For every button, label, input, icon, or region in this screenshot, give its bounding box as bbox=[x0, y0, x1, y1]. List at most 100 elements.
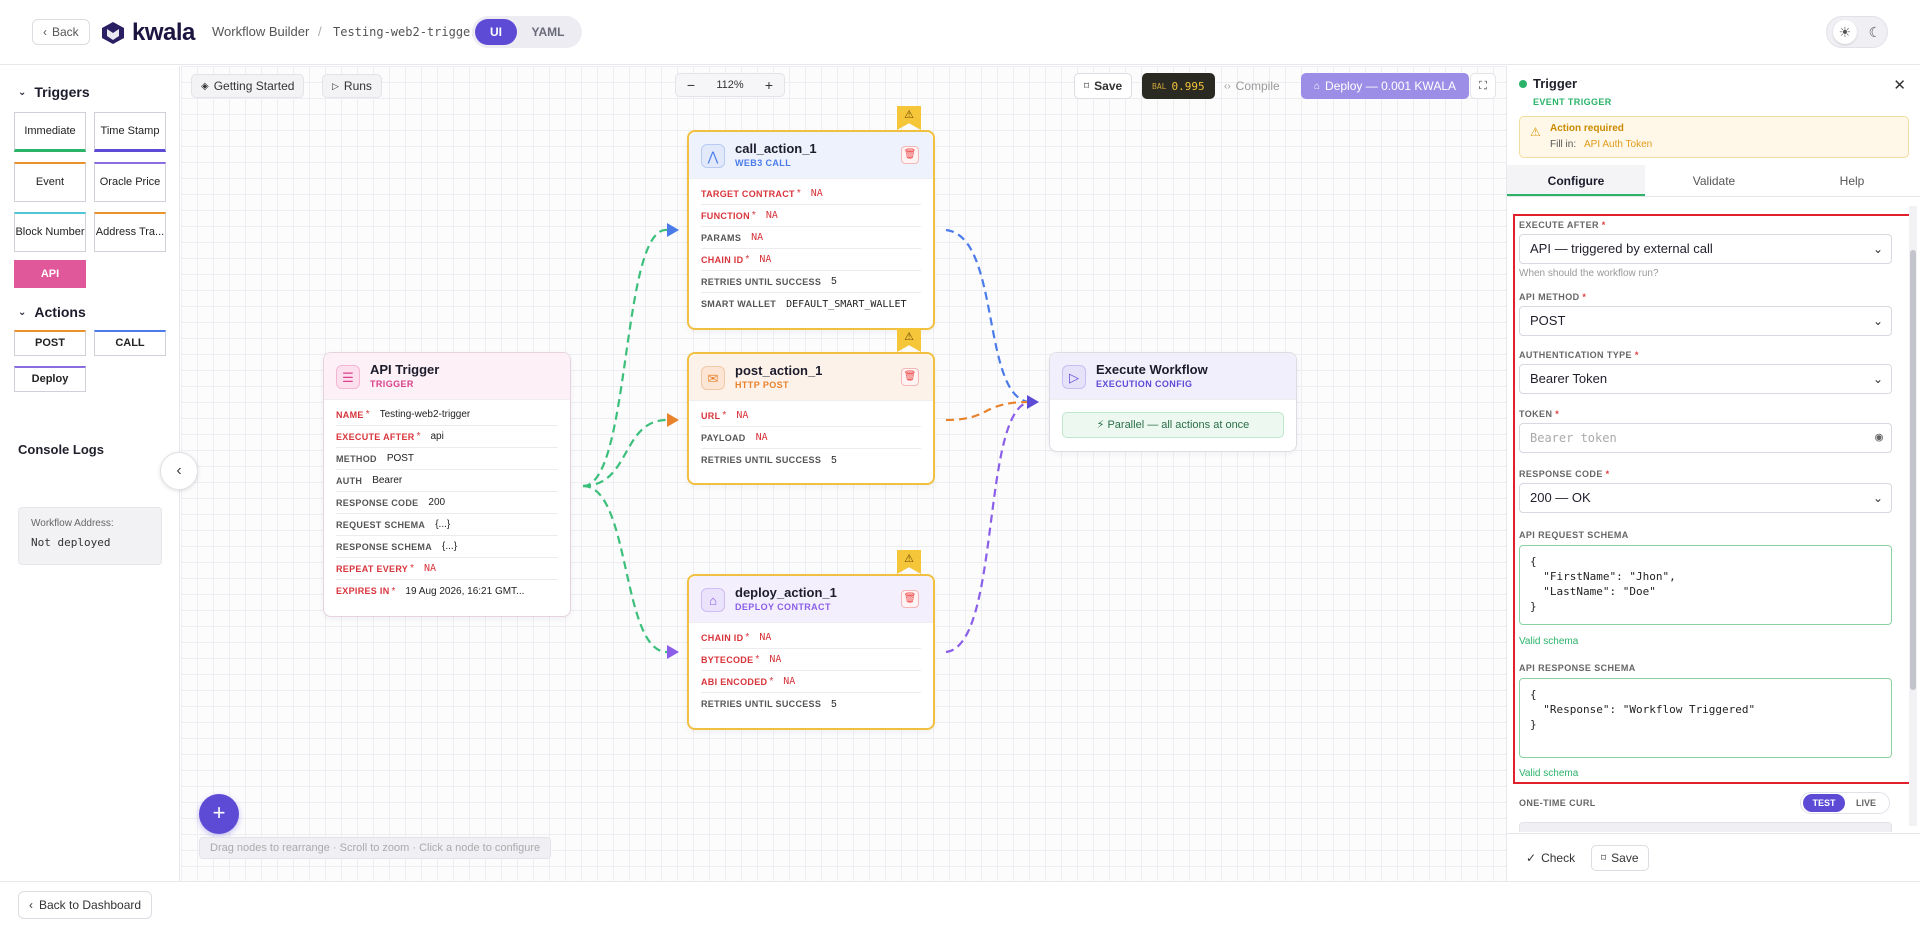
request-schema-status: Valid schema bbox=[1519, 636, 1579, 647]
breadcrumb-builder[interactable]: Workflow Builder bbox=[212, 24, 310, 39]
field-value: NA bbox=[751, 232, 764, 243]
field-value: NA bbox=[755, 432, 768, 443]
eye-icon[interactable]: ◉ bbox=[1875, 430, 1883, 445]
delete-node-button[interactable]: 🗑 bbox=[901, 368, 919, 386]
getting-started-button[interactable]: ◈ Getting Started bbox=[191, 74, 305, 98]
execute-after-help: When should the workflow run? bbox=[1519, 268, 1659, 279]
sun-icon[interactable]: ☀ bbox=[1832, 20, 1857, 44]
connections-layer bbox=[582, 223, 1039, 659]
field-key: BYTECODE bbox=[701, 654, 754, 665]
zoom-out-button[interactable]: − bbox=[686, 77, 696, 93]
edge-trigger-deploy bbox=[582, 484, 668, 654]
arrow-call bbox=[667, 223, 679, 237]
moon-icon[interactable]: ☾ bbox=[1868, 23, 1882, 40]
delete-node-button[interactable]: 🗑 bbox=[901, 590, 919, 608]
close-icon[interactable]: ✕ bbox=[1893, 77, 1906, 94]
required-marker: * bbox=[365, 409, 370, 420]
zoom-level: 112% bbox=[716, 79, 744, 91]
triggers-section-header[interactable]: ⌄ Triggers bbox=[18, 84, 90, 100]
delete-node-button[interactable]: 🗑 bbox=[901, 146, 919, 164]
scrollbar-thumb[interactable] bbox=[1910, 250, 1916, 690]
bottom-bar: ‹ Back to Dashboard bbox=[0, 881, 1920, 927]
edge-trigger-call bbox=[582, 228, 668, 488]
node-api-trigger[interactable]: ☰ API Trigger TRIGGER NAME*Testing-web2-… bbox=[323, 352, 571, 617]
palette-api[interactable]: API bbox=[14, 260, 86, 288]
theme-toggle[interactable]: ☀ ☾ bbox=[1826, 16, 1888, 48]
required-marker: * bbox=[769, 676, 774, 687]
panel-save-button[interactable]: ⌑ Save bbox=[1591, 845, 1649, 871]
actions-section-header[interactable]: ⌄ Actions bbox=[18, 304, 86, 320]
breadcrumb-workflow-name: Testing-web2-trigger bbox=[333, 25, 478, 39]
palette-address-transfer[interactable]: Address Tra... bbox=[94, 212, 166, 252]
back-button[interactable]: ‹ Back bbox=[32, 19, 90, 45]
field-value: 5 bbox=[831, 276, 837, 287]
required-marker: * bbox=[722, 410, 727, 421]
node-deploy-action[interactable]: ⌂ deploy_action_1 DEPLOY CONTRACT 🗑 CHAI… bbox=[687, 574, 935, 730]
node-field-row: RESPONSE SCHEMA{...} bbox=[336, 536, 558, 558]
execute-after-select[interactable]: API — triggered by external call ⌄ bbox=[1519, 234, 1892, 264]
field-key: ABI ENCODED bbox=[701, 676, 768, 687]
palette-immediate[interactable]: Immediate bbox=[14, 112, 86, 152]
mode-yaml-tab[interactable]: YAML bbox=[531, 25, 565, 39]
compile-button[interactable]: ‹› Compile bbox=[1224, 79, 1280, 93]
kwala-logo: kwala bbox=[100, 19, 195, 47]
required-marker: * bbox=[410, 563, 415, 574]
palette-call[interactable]: CALL bbox=[94, 330, 166, 356]
back-to-dashboard-button[interactable]: ‹ Back to Dashboard bbox=[18, 891, 153, 919]
token-input[interactable]: Bearer token ◉ bbox=[1519, 423, 1892, 453]
fullscreen-button[interactable]: ⛶ bbox=[1470, 73, 1496, 99]
palette-deploy[interactable]: Deploy bbox=[14, 366, 86, 392]
api-method-select[interactable]: POST ⌄ bbox=[1519, 306, 1892, 336]
field-key: SMART WALLET bbox=[701, 299, 777, 309]
curl-preview bbox=[1519, 822, 1892, 832]
node-field-row: TARGET CONTRACT*NA bbox=[701, 183, 921, 205]
save-button[interactable]: ⌑ Save bbox=[1074, 73, 1133, 99]
response-code-select[interactable]: 200 — OK ⌄ bbox=[1519, 483, 1892, 513]
palette-event[interactable]: Event bbox=[14, 162, 86, 202]
field-value: NA bbox=[759, 632, 772, 643]
execution-mode-badge: ⚡ Parallel — all actions at once bbox=[1062, 412, 1284, 438]
check-icon: ✓ bbox=[1526, 851, 1537, 865]
field-value: DEFAULT_SMART_WALLET bbox=[786, 298, 907, 310]
field-value: 5 bbox=[831, 698, 837, 710]
mode-ui-tab[interactable]: UI bbox=[475, 19, 517, 45]
required-marker: * bbox=[745, 632, 750, 643]
panel-scrollbar[interactable] bbox=[1909, 206, 1917, 826]
field-key: FUNCTION bbox=[701, 210, 750, 221]
curl-live-option[interactable]: LIVE bbox=[1855, 798, 1876, 808]
field-key: RETRIES UNTIL SUCCESS bbox=[701, 699, 822, 709]
workflow-canvas[interactable]: ◈ Getting Started ▷ Runs − 112% + ⌑ Save… bbox=[181, 66, 1506, 881]
request-schema-editor[interactable]: { "FirstName": "Jhon", "LastName": "Doe"… bbox=[1519, 545, 1892, 625]
check-button[interactable]: ✓ Check bbox=[1526, 851, 1576, 865]
bookmark-icon: ⌑ bbox=[1084, 80, 1090, 92]
kwala-logo-icon bbox=[102, 22, 124, 44]
curl-test-option[interactable]: TEST bbox=[1803, 794, 1845, 812]
node-execute-workflow[interactable]: ▷ Execute Workflow EXECUTION CONFIG ⚡ Pa… bbox=[1049, 352, 1297, 452]
node-call-action[interactable]: ⋀ call_action_1 WEB3 CALL 🗑 TARGET CONTR… bbox=[687, 130, 935, 330]
response-schema-editor[interactable]: { "Response": "Workflow Triggered" } bbox=[1519, 678, 1892, 758]
palette-oracle-price[interactable]: Oracle Price bbox=[94, 162, 166, 202]
action-required-alert: ⚠ Action required Fill in: API Auth Toke… bbox=[1519, 116, 1909, 158]
tab-help[interactable]: Help bbox=[1839, 174, 1865, 188]
missing-field-link[interactable]: API Auth Token bbox=[1584, 139, 1653, 150]
node-field-row: RETRIES UNTIL SUCCESS 5 bbox=[701, 693, 921, 715]
palette-block-number[interactable]: Block Number bbox=[14, 212, 86, 252]
runs-button[interactable]: ▷ Runs bbox=[322, 74, 382, 98]
zoom-in-button[interactable]: + bbox=[764, 77, 774, 93]
deploy-button[interactable]: ⌂ Deploy — 0.001 KWALA bbox=[1301, 73, 1469, 99]
add-node-button[interactable]: + bbox=[199, 794, 239, 834]
field-value: 200 bbox=[428, 497, 446, 508]
lock-icon: ⌂ bbox=[1314, 80, 1321, 92]
collapse-panel-button[interactable]: ‹ bbox=[160, 452, 198, 490]
palette-post[interactable]: POST bbox=[14, 330, 86, 356]
required-marker: * bbox=[745, 254, 750, 265]
node-field-row: REQUEST SCHEMA{...} bbox=[336, 514, 558, 536]
auth-type-select[interactable]: Bearer Token ⌄ bbox=[1519, 364, 1892, 394]
palette-time-stamp[interactable]: Time Stamp bbox=[94, 112, 166, 152]
tab-validate[interactable]: Validate bbox=[1692, 174, 1736, 188]
tab-configure[interactable]: Configure bbox=[1507, 165, 1645, 196]
